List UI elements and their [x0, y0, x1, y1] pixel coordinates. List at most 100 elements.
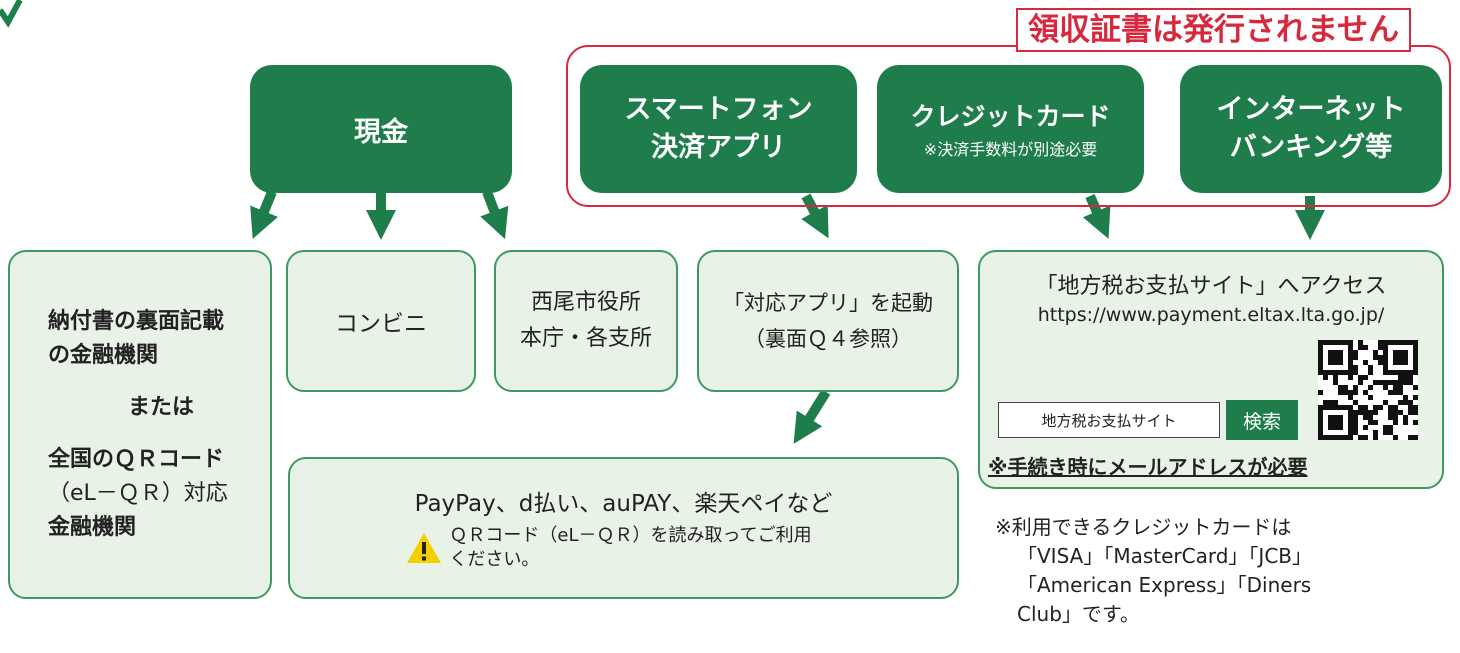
qr-module [1388, 380, 1393, 385]
qr-module [1333, 405, 1338, 410]
dest-city-hall: 西尾市役所 本庁・各支所 [494, 250, 678, 392]
dest-bank: 納付書の裏面記載 の金融機関 または 全国のＱＲコード （eL－ＱＲ）対応 金融… [8, 250, 272, 599]
qr-module [1348, 355, 1353, 360]
method-internet-line1: インターネット [1216, 94, 1406, 125]
dest-bank-line1: 納付書の裏面記載 [48, 308, 225, 334]
qr-module [1388, 410, 1393, 415]
qr-module [1413, 350, 1418, 355]
qr-module [1378, 405, 1383, 410]
dest-apps-list-title: PayPay、d払い、auPAY、楽天ペイなど [414, 491, 833, 517]
qr-module [1348, 425, 1353, 430]
qr-module [1383, 380, 1388, 385]
qr-module [1403, 370, 1408, 375]
qr-module [1368, 410, 1373, 415]
qr-module [1388, 430, 1393, 435]
qr-module [1358, 345, 1363, 350]
qr-module [1353, 370, 1358, 375]
dest-bank-line5: 金融機関 [48, 514, 137, 540]
site-search-input[interactable]: 地方税お支払サイト [998, 402, 1220, 438]
qr-module [1328, 340, 1333, 345]
qr-module [1388, 390, 1393, 395]
qr-module [1363, 405, 1368, 410]
arrow-cash-to-bank [250, 190, 278, 239]
qr-module [1388, 415, 1393, 420]
qr-module [1328, 350, 1333, 355]
qr-module [1338, 340, 1343, 345]
qr-module [1333, 350, 1338, 355]
qr-module [1363, 415, 1368, 420]
qr-module [1373, 410, 1378, 415]
qr-module [1378, 380, 1383, 385]
qr-module [1363, 425, 1368, 430]
qr-module [1383, 425, 1388, 430]
dest-apps-list: PayPay、d払い、auPAY、楽天ペイなど ＱＲコード（eL－ＱＲ）を読み取… [288, 457, 959, 599]
qr-module [1343, 435, 1348, 440]
dest-city-hall-line1: 西尾市役所 [530, 290, 641, 315]
qr-module [1388, 425, 1393, 430]
method-internet-line2: バンキング等 [1229, 132, 1393, 163]
qr-module [1348, 435, 1353, 440]
qr-module [1323, 340, 1328, 345]
qr-module [1338, 420, 1343, 425]
qr-module [1353, 420, 1358, 425]
qr-module [1363, 360, 1368, 365]
qr-module [1338, 435, 1343, 440]
dest-convenience-label: コンビニ [335, 311, 427, 337]
qr-module [1318, 350, 1323, 355]
qr-module [1403, 415, 1408, 420]
qr-module [1348, 370, 1353, 375]
qr-module [1383, 360, 1388, 365]
apps-list-note-line1: ＱＲコード（eL－ＱＲ）を読み取ってご利用 [449, 525, 812, 546]
qr-module [1358, 405, 1363, 410]
qr-module [1348, 410, 1353, 415]
qr-module [1348, 360, 1353, 365]
qr-module [1328, 420, 1333, 425]
qr-module [1343, 390, 1348, 395]
qr-module [1398, 375, 1403, 380]
qr-module [1393, 390, 1398, 395]
qr-code-icon[interactable] [1318, 340, 1418, 440]
qr-module [1333, 415, 1338, 420]
qr-module [1328, 415, 1333, 420]
dest-city-hall-line2: 本庁・各支所 [519, 326, 652, 351]
method-smartphone-line2: 決済アプリ [651, 132, 786, 163]
qr-module [1363, 410, 1368, 415]
qr-module [1413, 395, 1418, 400]
qr-module [1403, 380, 1408, 385]
qr-module [1398, 340, 1403, 345]
qr-module [1318, 390, 1323, 395]
qr-module [1318, 365, 1323, 370]
qr-module [1413, 435, 1418, 440]
qr-module [1348, 420, 1353, 425]
qr-module [1328, 435, 1333, 440]
qr-module [1408, 375, 1413, 380]
qr-module [1353, 355, 1358, 360]
qr-module [1318, 345, 1323, 350]
qr-module [1403, 395, 1408, 400]
qr-module [1403, 375, 1408, 380]
qr-module [1328, 425, 1333, 430]
qr-module [1328, 355, 1333, 360]
qr-module [1408, 435, 1413, 440]
apps-list-warning-note: ＱＲコード（eL－ＱＲ）を読み取ってご利用 ください。 [405, 524, 812, 572]
qr-module [1368, 385, 1373, 390]
qr-module [1393, 380, 1398, 385]
qr-module [1403, 355, 1408, 360]
qr-module [1393, 350, 1398, 355]
site-search-button[interactable]: 検索 [1226, 400, 1298, 440]
qr-module [1353, 430, 1358, 435]
qr-module [1398, 370, 1403, 375]
dest-bank-line2: の金融機関 [48, 342, 159, 368]
footnote-line4: Club」です。 [1017, 602, 1140, 626]
qr-module [1373, 350, 1378, 355]
qr-module [1413, 365, 1418, 370]
qr-module [1408, 410, 1413, 415]
qr-module [1318, 415, 1323, 420]
qr-module [1318, 435, 1323, 440]
qr-module [1383, 345, 1388, 350]
site-url[interactable]: https://www.payment.eltax.lta.go.jp/ [1037, 304, 1385, 326]
qr-module [1378, 345, 1383, 350]
qr-module [1353, 425, 1358, 430]
qr-module [1368, 365, 1373, 370]
qr-module [1403, 360, 1408, 365]
